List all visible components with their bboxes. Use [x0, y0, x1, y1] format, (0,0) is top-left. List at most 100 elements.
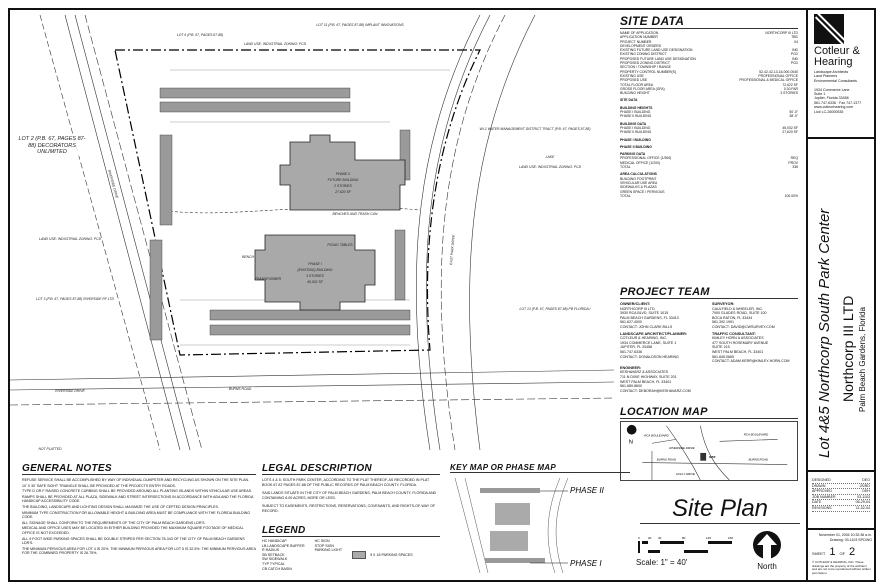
row-label: SECTION / TOWNSHIP / RANGE: [620, 65, 671, 70]
map-label: RCA BOULEVARD: [744, 433, 768, 437]
site-marker: [700, 452, 707, 461]
team-line: NORTHCORP III LTD.: [620, 306, 656, 311]
north-arrow: North: [752, 530, 782, 571]
legend-abbr: R: [262, 548, 265, 553]
sheet-title: Site Plan: [640, 495, 800, 524]
team-line: COTLEUR & HEARING, INC.: [620, 336, 668, 341]
legend-meaning: SIDEWALK: [268, 557, 288, 562]
legal-paragraph: SAID LANDS SITUATE IN THE CITY OF PALM B…: [262, 491, 437, 500]
row-label: TOTAL: [620, 165, 631, 170]
row-label: NAME OF APPLICATION: [620, 31, 659, 35]
copyright: © COTLEUR & HEARING, INC. These drawings…: [812, 560, 871, 575]
legend-meaning: HANDICAP: [268, 539, 287, 543]
team-line: JUPITER, FL 33458: [620, 345, 653, 350]
team-line: 561.627.4000: [620, 320, 642, 325]
team-line: 1934 COMMERCE LANE, SUITE 1: [620, 340, 677, 345]
team-line: CONTACT: JOHN CLARK BILLS: [620, 324, 673, 329]
row-label: MEDICAL OFFICE (1/200): [620, 160, 661, 165]
row-value: PROV: [788, 160, 798, 165]
meta-value: 03-1103: [857, 494, 870, 499]
site-data-row: VEHICULAR USE AREA: [620, 181, 798, 185]
parking-swatch: [352, 551, 367, 560]
scale-label: Scale: 1" = 40': [636, 558, 688, 567]
team-line: SUITE 215: [712, 345, 730, 350]
row-label: EXISTING FUTURE LAND USE DESIGNATION: [620, 48, 693, 53]
phase-2-label: PHASE II: [570, 486, 605, 495]
legend-abbr: SW: [262, 557, 268, 562]
lot2-label: LOT 2 (P.B. 67, PAGES 87-88) DECORATORS …: [16, 136, 88, 156]
phase2-label-1: PHASE II: [336, 172, 350, 176]
client-name: Northcorp III LTD: [840, 295, 856, 402]
row-label: APPLICATION NUMBER: [620, 35, 658, 40]
site-data-row: PROPERTY CONTROL NUMBER(S)52-42-42-13-16…: [620, 70, 798, 74]
phase1-label-1: PHASE I: [308, 262, 321, 266]
team-line: KESHAVARZ & ASSOCIATES: [620, 370, 669, 375]
row-label: PHASE II BUILDING: [620, 114, 652, 119]
site-data-row: TOTAL 100.00%: [620, 194, 798, 198]
site-data-row: MEDICAL OFFICE (1/200) PROV: [620, 161, 798, 165]
row-value: 50'-0": [789, 110, 798, 115]
legend-item: R RADIUS: [262, 548, 305, 553]
map-label: RCA BOULEVARD: [644, 434, 668, 438]
transformer-label: TRANSFORMER: [255, 277, 282, 281]
legal-description-title: LEGAL DESCRIPTION: [262, 463, 440, 475]
parking-rows: [149, 87, 411, 341]
team-role: TRAFFIC CONSULTANT:: [712, 331, 756, 336]
row-value: 0.30 FAR: [783, 86, 798, 91]
row-value: NORTHCORP III LTD: [765, 31, 798, 35]
site-data-row: BUILDING FOOTPRINT: [620, 177, 798, 181]
site-data-section: BUILDING HEIGHTS: [620, 105, 653, 110]
team-line: 711 N DIXIE HIGHWAY, SUITE 201: [620, 374, 677, 379]
row-label: SIDEWALKS & PLAZAS: [620, 185, 657, 190]
firm-address-line: www.cotleurhearing.com: [814, 105, 854, 110]
row-value: 336: [792, 165, 798, 170]
firm-address-line: Jupiter, Florida 33458: [814, 96, 849, 101]
map-label: SITE: [709, 455, 715, 459]
site-data-title: SITE DATA: [620, 14, 798, 29]
team-line: 561.392.1991: [712, 320, 734, 325]
row-label: TOTAL: [620, 193, 631, 198]
key-map-drawing: PHASE II PHASE I: [454, 477, 605, 574]
legal-paragraph: LOTS 4 & 5, SOUTH PARK CENTER, ACCORDING…: [262, 478, 430, 487]
map-label: BURNS ROAD: [657, 458, 676, 462]
legend-meaning: CATCH BASIN: [268, 566, 292, 571]
legend-item: SB SETBACK: [262, 553, 305, 558]
row-label: PROPOSED FUTURE LAND USE DESIGNATION: [620, 56, 696, 61]
lot13-label: LOT 13 (P.B. 67, PAGES 87-88) PB FLORIDA…: [520, 307, 591, 311]
location-map-panel: LOCATION MAP N RCA BOULEVARD RCA BOULEVA…: [620, 406, 798, 486]
row-label: TOTAL FLOOR AREA: [620, 82, 654, 87]
site-data-row: PHASE I BUILDING 50'-0": [620, 110, 798, 114]
firm-address-line: Lic# LC-26000535: [814, 109, 844, 114]
site-data-row: DEVELOPMENT ORDERS: [620, 44, 798, 48]
firm-address-line: Suite 1: [814, 92, 826, 97]
row-label: PROFESSIONAL OFFICE (1/300): [620, 156, 672, 161]
site-data-section: SITE DATA: [620, 98, 638, 103]
row-value: 3 STORIES: [780, 91, 798, 96]
legend-abbr: HC: [262, 539, 268, 543]
legend-meaning: SETBACK: [267, 552, 285, 557]
firm-service: Land Planners: [814, 74, 838, 79]
svg-text:20: 20: [648, 536, 652, 540]
lot11-label: LOT 11 (P.B. 67, PAGES 87-88) IMPLANT IN…: [316, 23, 404, 27]
land-use-right-label: LAND USE: INDUSTRIAL ZONING: PCD: [519, 165, 582, 169]
row-label: PHASE I BUILDING: [620, 110, 651, 115]
legend-item: HC HANDICAP: [262, 539, 305, 544]
row-label: PROPERTY CONTROL NUMBER(S): [620, 69, 677, 74]
team-line: CAULFIELD & WHEELER, INC.: [712, 306, 764, 311]
legend-title: LEGEND: [262, 525, 440, 537]
row-label: EXISTING ZONING DISTRICT: [620, 52, 667, 57]
legend-meaning: TYPICAL: [269, 561, 285, 566]
firm-service: Environmental Consultants: [814, 78, 857, 83]
legend-abbr: TYP: [262, 561, 269, 566]
row-value: 100.00%: [784, 193, 798, 198]
meta-label: JOB NUMBER: [812, 494, 836, 499]
legal-description: LEGAL DESCRIPTION LOTS 4 & 5, SOUTH PARK…: [262, 463, 440, 518]
